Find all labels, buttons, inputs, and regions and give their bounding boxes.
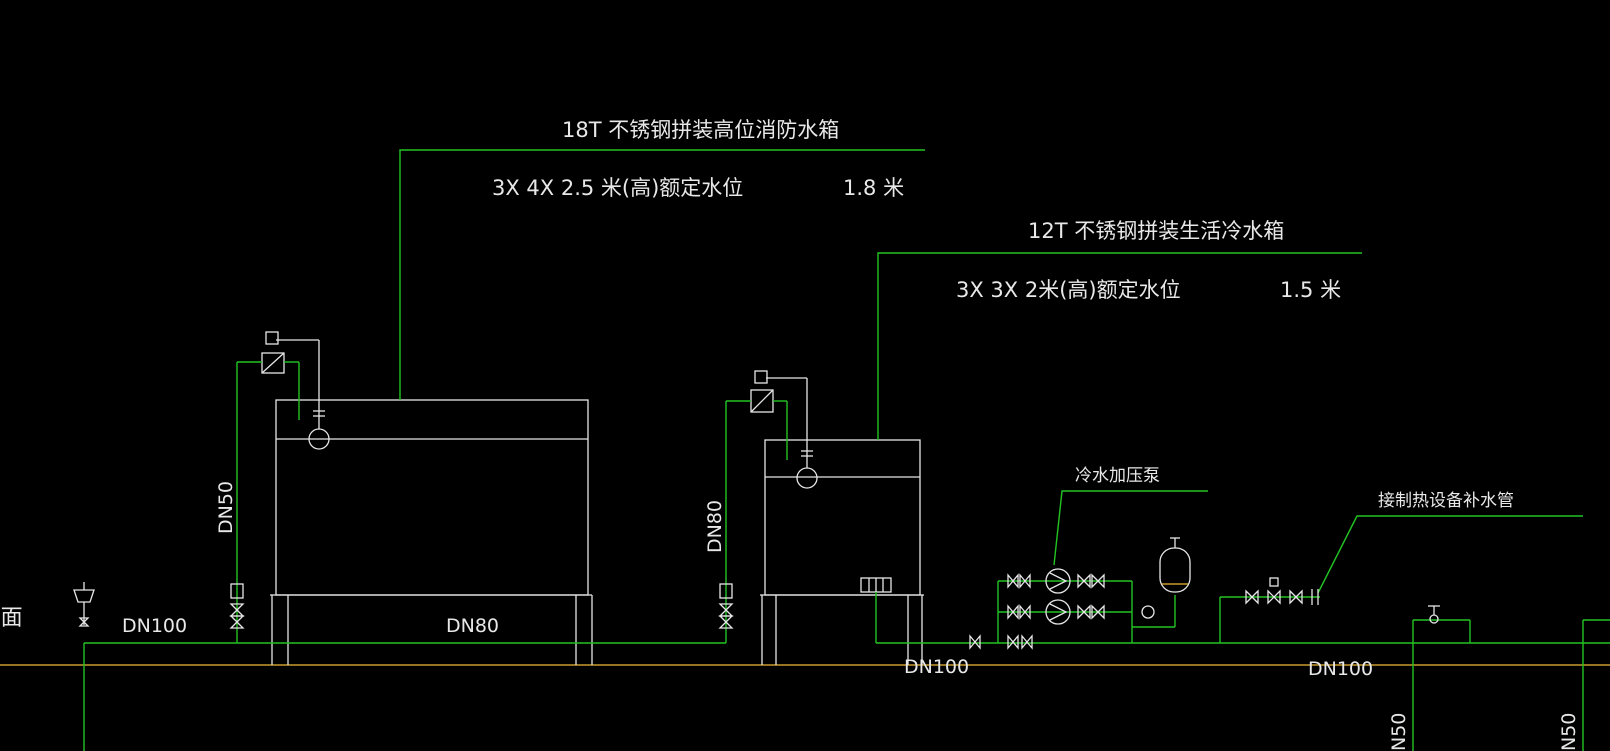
- vent-cap-icon: [73, 582, 95, 627]
- gate-valve-icon: [229, 583, 245, 629]
- dn80-mid-label: DN80: [446, 615, 499, 637]
- inline-valve-icon: [969, 634, 1033, 650]
- float-ball-icon: [796, 467, 818, 489]
- pump-icon: [1045, 599, 1071, 625]
- leader-lines: [399, 149, 1583, 594]
- fire-water-tank: [265, 331, 589, 596]
- fire-tank-solenoid-valve-icon: [261, 352, 285, 374]
- dn100-under-cold-label: DN100: [904, 656, 969, 678]
- pressure-tank-icon: [1159, 537, 1191, 593]
- dn50-bottom-label-b: N50: [1558, 713, 1580, 751]
- fire-tank-title: 18T 不锈钢拼装高位消防水箱: [562, 118, 839, 142]
- fire-tank-base: [270, 594, 593, 665]
- cold-tank-base: [760, 594, 924, 665]
- dn80-vertical-label: DN80: [704, 500, 726, 553]
- cold-water-tank: [754, 370, 921, 596]
- booster-pump-label: 冷水加压泵: [1075, 466, 1160, 486]
- makeup-valve-group: [1245, 577, 1319, 605]
- roof-partial-label: (面: [0, 606, 23, 631]
- cold-tank-level: 1.5 米: [1280, 278, 1341, 302]
- cold-tank-title: 12T 不锈钢拼装生活冷水箱: [1028, 219, 1284, 243]
- booster-pump-set: [1007, 568, 1155, 625]
- dn100-right-label: DN100: [1308, 658, 1373, 680]
- gate-valve-icon: [718, 583, 734, 629]
- fire-tank-level: 1.8 米: [843, 176, 904, 200]
- dn50-bottom-label-a: N50: [1388, 713, 1410, 751]
- pressure-gauge-icon: [1141, 605, 1155, 619]
- dn100-left-label: DN100: [122, 615, 187, 637]
- right-valve-icon: [1428, 605, 1440, 624]
- fire-tank-spec: 3X 4X 2.5 米(高)额定水位: [492, 176, 743, 200]
- makeup-pipe-label: 接制热设备补水管: [1378, 491, 1514, 511]
- pump-icon: [1045, 568, 1071, 594]
- cold-tank-spec: 3X 3X 2米(高)额定水位: [956, 278, 1181, 302]
- dn50-vertical-label: DN50: [215, 481, 237, 534]
- pipe-network: [83, 361, 1610, 751]
- cold-tank-solenoid-valve-icon: [750, 389, 774, 413]
